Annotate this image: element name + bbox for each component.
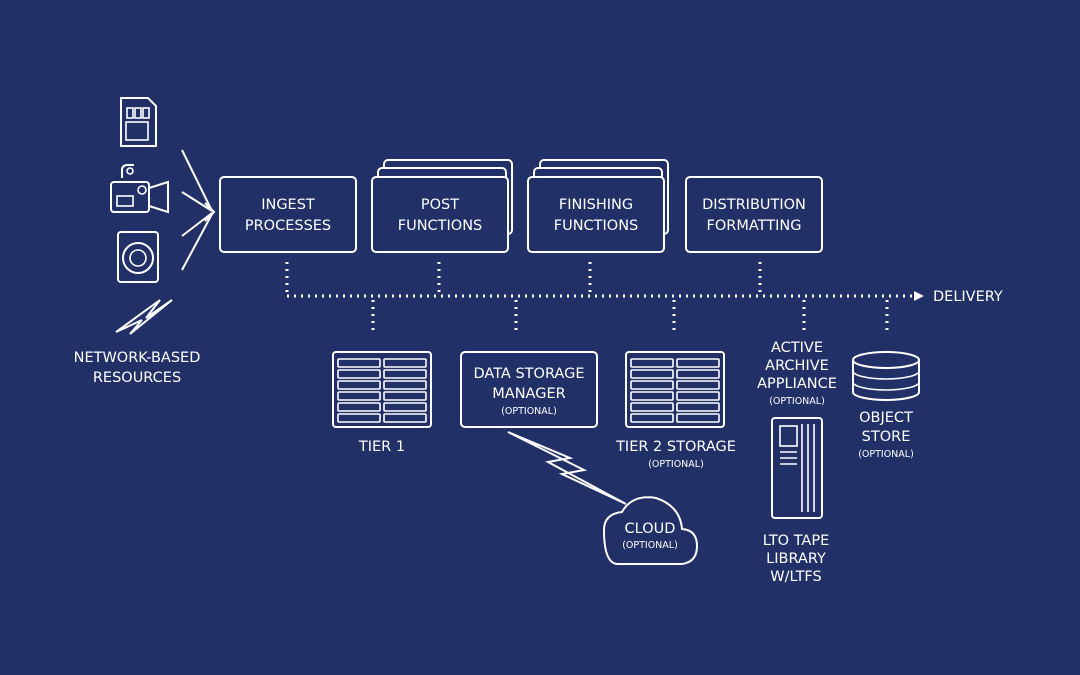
dsm-label-2: MANAGER [492, 386, 565, 402]
tier1-server-icon [332, 351, 432, 428]
post-label-1: POST [421, 197, 459, 213]
lightning-network-icon [115, 299, 173, 335]
distribution-formatting-box: DISTRIBUTION FORMATTING [685, 176, 823, 253]
tier2-optional-label: (OPTIONAL) [648, 459, 704, 470]
post-functions-box: POST FUNCTIONS [371, 159, 513, 253]
post-label-2: FUNCTIONS [398, 218, 483, 234]
data-bus [285, 262, 924, 332]
tier2-server-icon [625, 351, 725, 428]
ingest-label-1: INGEST [261, 197, 315, 213]
sd-card-icon [120, 97, 157, 147]
cloud-icon: CLOUD (OPTIONAL) [602, 496, 699, 565]
lto-label-2: LIBRARY [766, 551, 826, 567]
lto-label-1: LTO TAPE [763, 533, 830, 549]
tier2-label: TIER 2 STORAGE [615, 439, 736, 455]
cloud-label: CLOUD [625, 521, 676, 537]
ingest-label-2: PROCESSES [245, 218, 331, 234]
delivery-label: DELIVERY [933, 289, 1003, 305]
lto-label-3: W/LTFS [770, 569, 821, 585]
network-label-line-1: NETWORK-BASED [74, 350, 201, 366]
network-label-line-2: RESOURCES [93, 370, 181, 386]
film-reel-icon [117, 231, 159, 283]
distribution-label-1: DISTRIBUTION [702, 197, 806, 213]
ingest-box: INGEST PROCESSES [219, 176, 357, 253]
tier1-label: TIER 1 [358, 439, 405, 455]
dsm-optional-label: (OPTIONAL) [501, 406, 557, 417]
source-arrows [181, 149, 216, 271]
dsm-label-1: DATA STORAGE [474, 366, 585, 382]
video-camera-icon [110, 164, 169, 214]
object-store-optional-label: (OPTIONAL) [858, 449, 914, 460]
object-store-label-1: OBJECT [859, 410, 913, 426]
finishing-label-2: FUNCTIONS [554, 218, 639, 234]
archive-label-3: APPLIANCE [757, 376, 837, 392]
object-store-label-2: STORE [862, 429, 911, 445]
archive-optional-label: (OPTIONAL) [769, 396, 825, 407]
finishing-functions-box: FINISHING FUNCTIONS [527, 159, 669, 253]
data-storage-manager-box: DATA STORAGE MANAGER (OPTIONAL) [460, 351, 598, 428]
archive-label-1: ACTIVE [771, 340, 823, 356]
finishing-label-1: FINISHING [559, 197, 633, 213]
archive-label-2: ARCHIVE [765, 358, 829, 374]
cloud-link-lightning [507, 431, 627, 505]
lto-tape-library-icon [771, 417, 823, 519]
object-store-database-icon [852, 351, 920, 401]
cloud-optional-label: (OPTIONAL) [622, 540, 678, 551]
distribution-label-2: FORMATTING [707, 218, 802, 234]
